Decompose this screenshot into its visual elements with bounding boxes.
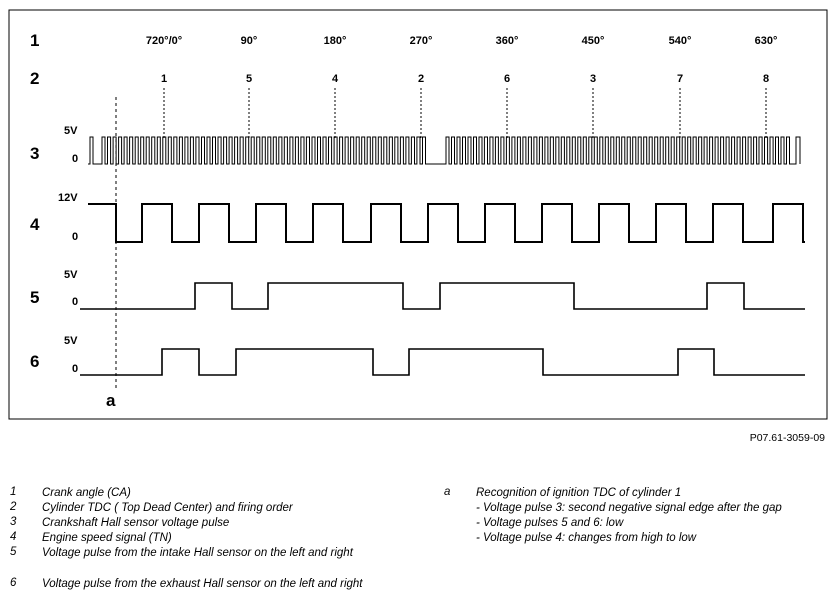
voltage-level-label: 0: [72, 231, 78, 243]
legend-text: Engine speed signal (TN): [42, 532, 172, 544]
crankshaft-hall-signal: [88, 136, 801, 165]
voltage-level-label: 0: [72, 153, 78, 165]
voltage-level-label: 5V: [64, 125, 78, 137]
figure-code: P07.61-3059-09: [749, 432, 825, 444]
crank-angle-label: 450°: [582, 35, 605, 47]
note-item: - Voltage pulses 5 and 6: low: [476, 517, 624, 529]
legend-text: Cylinder TDC ( Top Dead Center) and firi…: [42, 502, 293, 514]
engine-speed-signal: [88, 203, 805, 243]
voltage-level-label: 0: [72, 363, 78, 375]
row-number: 6: [30, 352, 39, 371]
note-label: a: [444, 486, 451, 498]
firing-order-label: 6: [504, 73, 510, 85]
legend-number: 5: [10, 546, 17, 558]
diagram-frame: [8, 9, 828, 420]
voltage-level-label: 5V: [64, 269, 78, 281]
row-number: 5: [30, 288, 39, 307]
firing-order-label: 8: [763, 73, 769, 85]
legend-text: Crank angle (CA): [42, 487, 131, 499]
crank-angle-label: 180°: [324, 35, 347, 47]
firing-order-label: 4: [332, 73, 339, 85]
legend-number: 4: [10, 531, 17, 543]
note-item: - Voltage pulse 4: changes from high to …: [476, 532, 697, 544]
voltage-level-label: 5V: [64, 335, 78, 347]
legend-text: Voltage pulse from the intake Hall senso…: [42, 547, 353, 559]
intake-hall-signal: [80, 282, 805, 310]
marker-a-label: a: [106, 391, 116, 410]
crank-angle-label: 720°/0°: [146, 35, 182, 47]
row-number: 3: [30, 144, 39, 163]
firing-order-label: 5: [246, 73, 252, 85]
crank-angle-label: 360°: [496, 35, 519, 47]
firing-order-label: 1: [161, 73, 167, 85]
note-title: Recognition of ignition TDC of cylinder …: [476, 487, 682, 499]
row-number: 1: [30, 31, 39, 50]
legend-text: Voltage pulse from the exhaust Hall sens…: [42, 578, 363, 590]
legend-number: 3: [10, 516, 17, 528]
note-item: - Voltage pulse 3: second negative signa…: [476, 502, 782, 514]
legend-number: 2: [10, 501, 17, 513]
crank-angle-label: 90°: [241, 35, 258, 47]
firing-order-label: 3: [590, 73, 596, 85]
exhaust-hall-signal: [80, 348, 805, 376]
voltage-level-label: 12V: [58, 192, 78, 204]
firing-order-label: 7: [677, 73, 683, 85]
voltage-level-label: 0: [72, 296, 78, 308]
crank-angle-label: 270°: [410, 35, 433, 47]
firing-order-label: 2: [418, 73, 424, 85]
row-number: 4: [30, 215, 40, 234]
legend-number: 1: [10, 486, 17, 498]
legend-text: Crankshaft Hall sensor voltage pulse: [42, 517, 230, 529]
crank-angle-label: 540°: [669, 35, 692, 47]
legend-number: 6: [10, 577, 17, 589]
crank-angle-label: 630°: [755, 35, 778, 47]
row-number: 2: [30, 69, 39, 88]
